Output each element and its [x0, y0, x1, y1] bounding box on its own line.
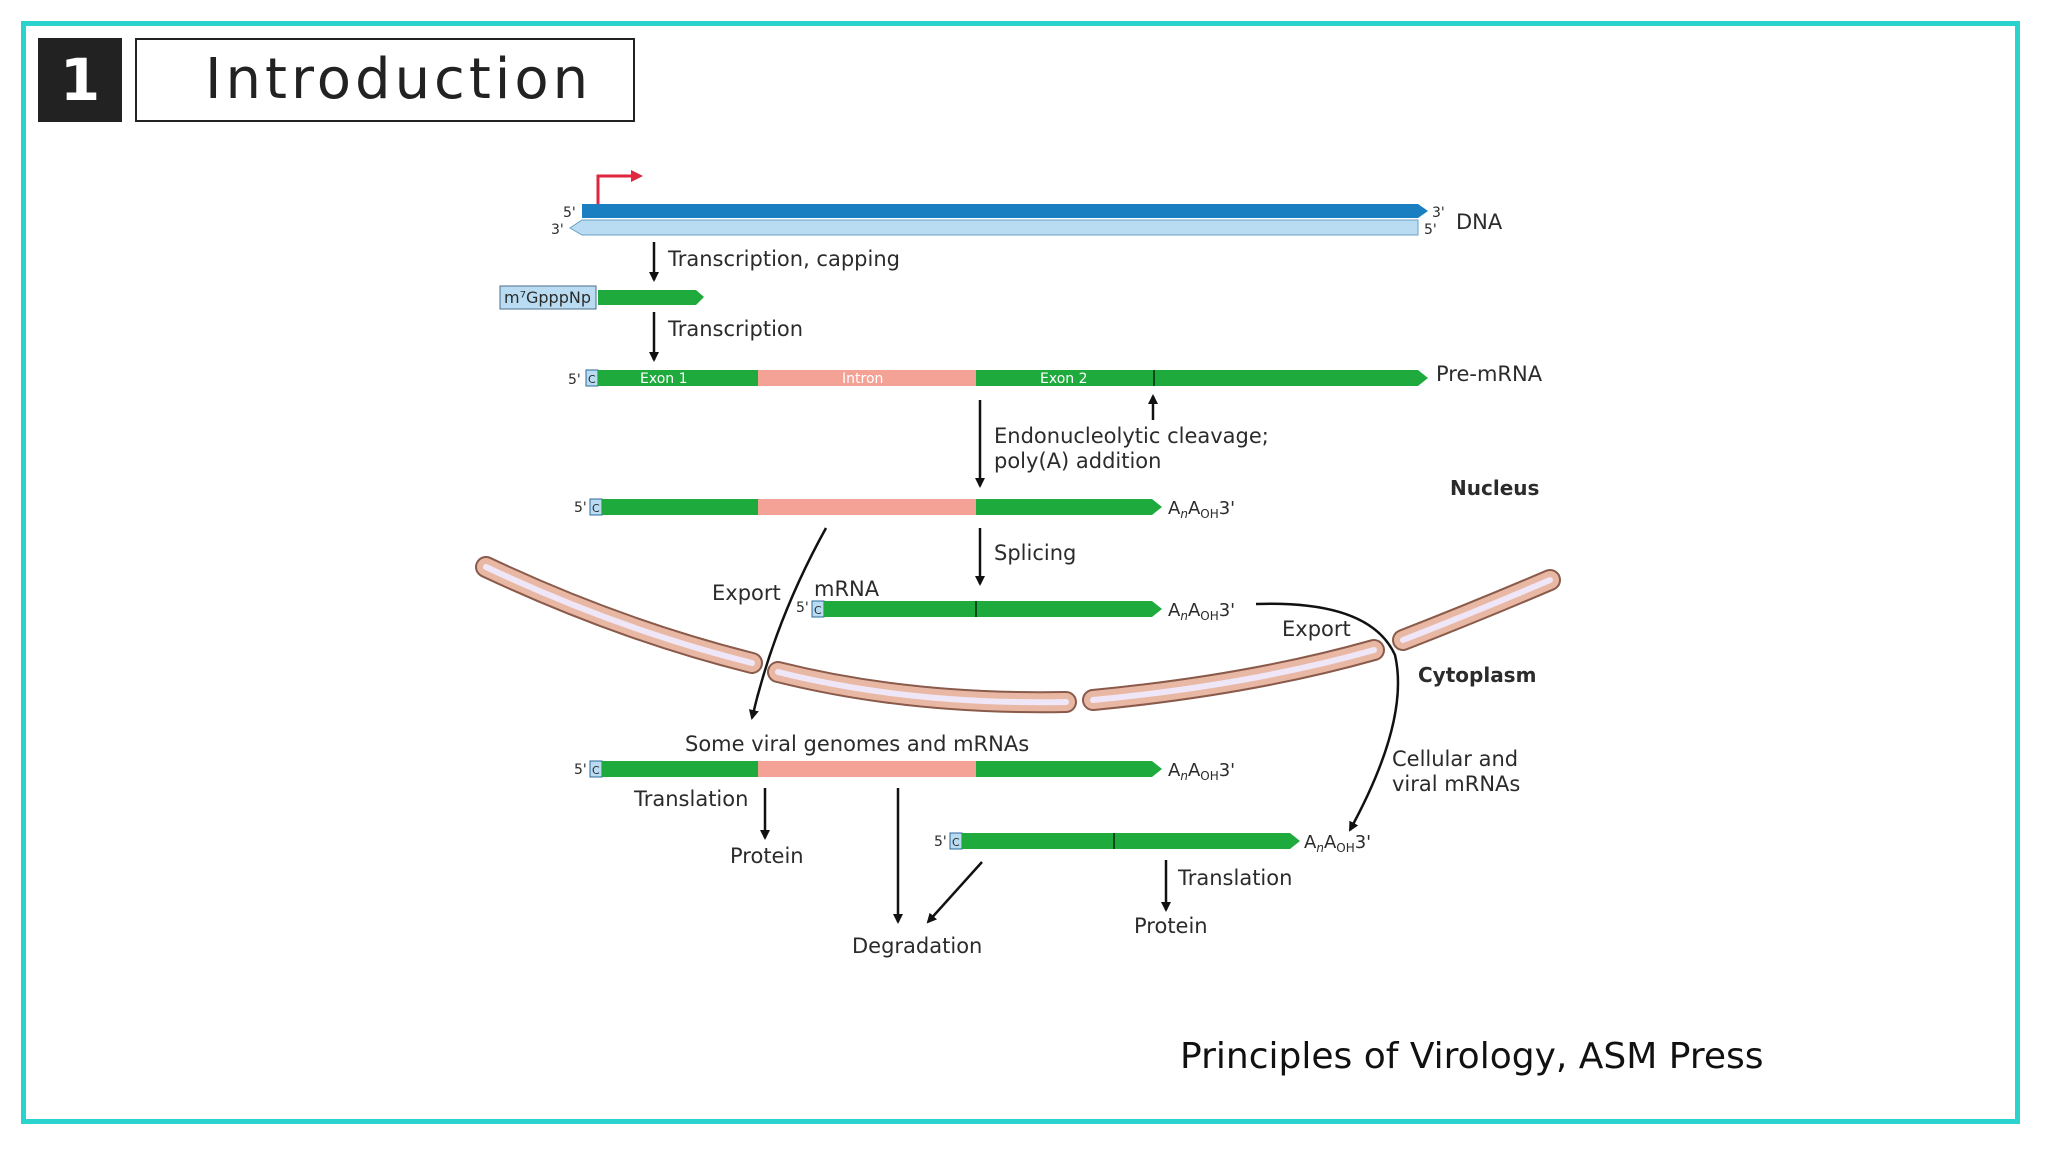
- export-left-label: Export: [712, 581, 781, 605]
- splicing-label: Splicing: [994, 541, 1076, 565]
- slide-frame: [21, 21, 2020, 1124]
- dna-5prime-top: 5': [563, 205, 576, 221]
- degradation-label: Degradation: [852, 934, 982, 958]
- mrna-label: mRNA: [814, 577, 880, 601]
- exon1-label: Exon 1: [640, 371, 688, 387]
- exon1-segment: [602, 761, 758, 777]
- pre-mrna-5prime: 5': [568, 372, 581, 388]
- polyadenylated-pre-mrna: 5' C AnAOH3': [574, 498, 1235, 521]
- export-spliced-arrow: [1255, 602, 1400, 832]
- five-prime-label: 5': [796, 600, 809, 616]
- five-prime-label: 5': [574, 762, 587, 778]
- cap-label: m⁷GpppNp: [504, 288, 591, 307]
- intron-segment: [758, 370, 976, 386]
- translation-left-label: Translation: [633, 787, 748, 811]
- pre-mrna-label: Pre-mRNA: [1436, 362, 1543, 386]
- exon1-segment: [602, 499, 758, 515]
- slide-title: Introduction: [135, 38, 635, 122]
- five-prime-label: 5': [934, 834, 947, 850]
- intron-segment: [758, 761, 976, 777]
- translation-right-label: Translation: [1177, 866, 1292, 890]
- exon1-segment: [598, 370, 758, 386]
- export-unspliced-arrow: [748, 527, 828, 720]
- nascent-rna: [598, 290, 704, 305]
- cleavage-label-line1: Endonucleolytic cleavage;: [994, 424, 1269, 448]
- spliced-mrna: mRNA 5' C AnAOH3': [796, 577, 1235, 623]
- cap-letter: C: [592, 764, 600, 777]
- polyA-tail: AnAOH3': [1168, 600, 1235, 623]
- dna-label: DNA: [1456, 210, 1503, 234]
- exon2-label: Exon 2: [1040, 371, 1088, 387]
- exon2-segment: [976, 370, 1428, 386]
- exon2-segment: [976, 601, 1162, 617]
- nuclear-membrane: [475, 556, 1561, 714]
- cellular-label-line2: viral mRNAs: [1392, 772, 1520, 796]
- export-right-label: Export: [1282, 617, 1351, 641]
- five-prime-label: 5': [574, 500, 587, 516]
- exon1-segment: [824, 601, 976, 617]
- exon2-segment: [976, 761, 1162, 777]
- polyA-tail: AnAOH3': [1304, 832, 1371, 855]
- cytoplasm-label: Cytoplasm: [1418, 663, 1536, 687]
- cytoplasmic-mrna: 5' C AnAOH3': [934, 832, 1371, 855]
- exon2-segment: [1114, 833, 1300, 849]
- nucleus-label: Nucleus: [1450, 476, 1539, 500]
- cap-box: [499, 285, 597, 310]
- cytoplasmic-unspliced-rna: 5' C AnAOH3': [574, 760, 1235, 783]
- cap-letter: C: [592, 502, 600, 515]
- promoter-arrow: [596, 170, 643, 204]
- degradation-arrow-right: [926, 861, 983, 924]
- exon2-segment: [976, 499, 1162, 515]
- cleavage-label-line2: poly(A) addition: [994, 449, 1161, 473]
- intron-segment: [758, 499, 976, 515]
- dna-top-strand: [582, 204, 1428, 218]
- exon1-segment: [962, 833, 1114, 849]
- dna-5prime-bottom: 5': [1424, 222, 1437, 238]
- cap-letter: C: [814, 604, 822, 617]
- cap-letter: C: [588, 373, 596, 386]
- transcription-label: Transcription: [667, 317, 803, 341]
- polyA-tail: AnAOH3': [1168, 760, 1235, 783]
- protein-right-label: Protein: [1134, 914, 1208, 938]
- dna-3prime-bottom: 3': [551, 222, 564, 238]
- transcription-capping-label: Transcription, capping: [667, 247, 900, 271]
- intron-label: Intron: [842, 371, 883, 387]
- slide-number: 1: [38, 38, 122, 122]
- pre-mrna: 5' C Exon 1 Intron Exon 2 Pre-mRNA: [568, 362, 1543, 388]
- polyA-tail: AnAOH3': [1168, 498, 1235, 521]
- citation: Principles of Virology, ASM Press: [1180, 1036, 1764, 1077]
- dna-strands: 5' 3' 3' 5' DNA: [551, 170, 1503, 238]
- some-viral-label: Some viral genomes and mRNAs: [685, 732, 1029, 756]
- protein-left-label: Protein: [730, 844, 804, 868]
- dna-bottom-strand: [569, 219, 1419, 236]
- cellular-label-line1: Cellular and: [1392, 747, 1518, 771]
- dna-3prime-top: 3': [1432, 205, 1445, 221]
- cap-letter: C: [952, 836, 960, 849]
